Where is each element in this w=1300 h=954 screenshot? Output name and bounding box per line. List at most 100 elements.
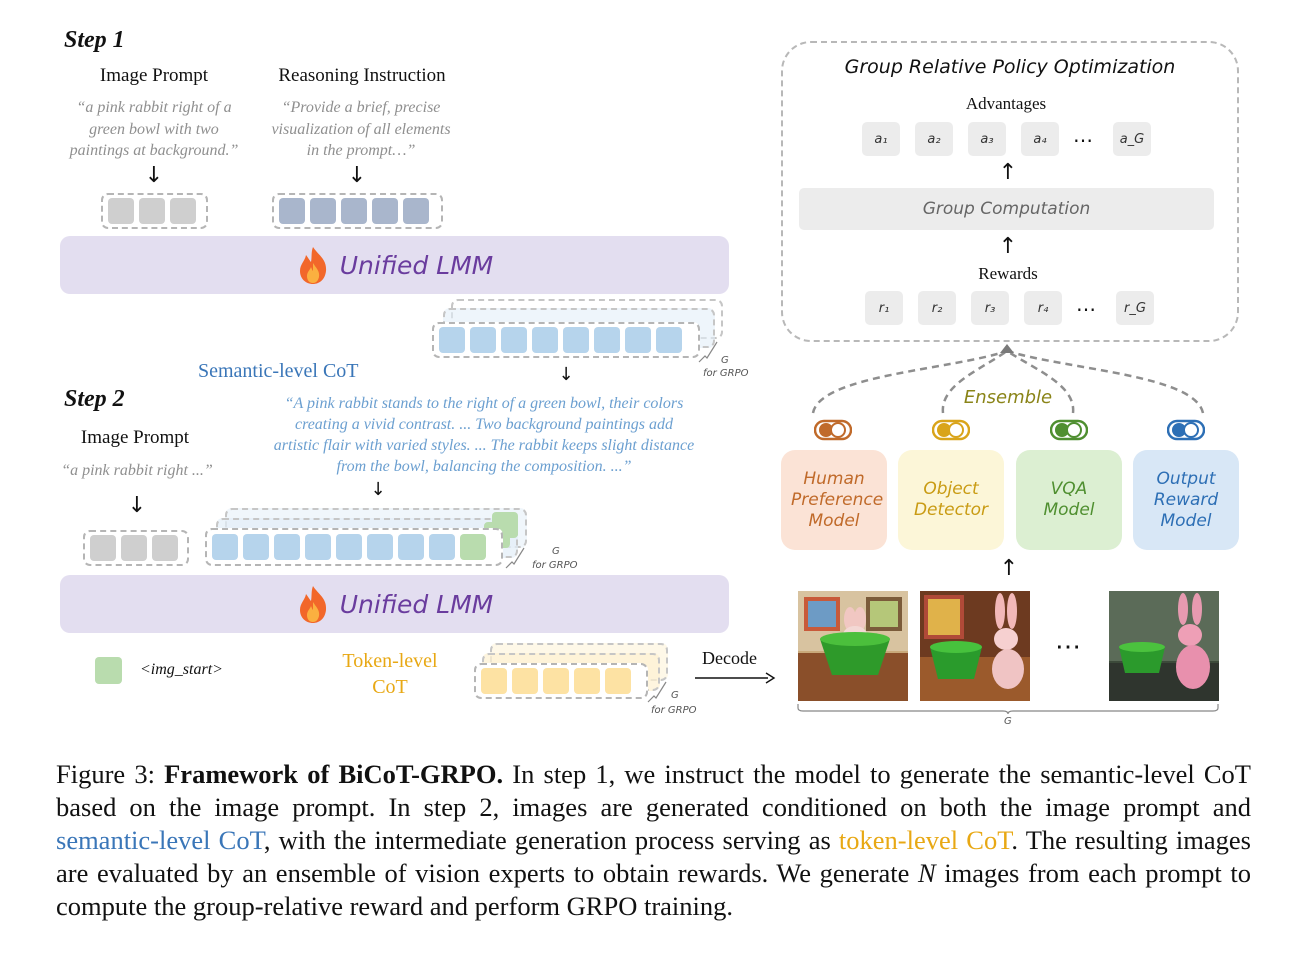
token bbox=[439, 327, 465, 353]
generated-image-2 bbox=[920, 591, 1030, 701]
token bbox=[336, 534, 362, 560]
token bbox=[274, 534, 300, 560]
down-arrow-icon: ↓ bbox=[347, 163, 367, 188]
caption-n-symbol: N bbox=[918, 858, 936, 888]
advantage-a2: a₂ bbox=[915, 122, 953, 156]
output-reward-model-box: Output Reward Model bbox=[1133, 450, 1239, 550]
expert-label: Output Reward Model bbox=[1153, 468, 1219, 531]
vqa-model-box: VQA Model bbox=[1016, 450, 1122, 550]
down-arrow-icon: ↓ bbox=[144, 163, 164, 188]
step1-image-prompt-label: Image Prompt bbox=[99, 65, 209, 86]
group-computation-box: Group Computation bbox=[799, 188, 1214, 230]
caption-text: . The resulting images are evaluated by … bbox=[56, 825, 1251, 888]
caption-prefix: Figure 3: bbox=[56, 759, 165, 789]
img-start-legend-label: <img_start> bbox=[140, 661, 223, 678]
step2-image-prompt-tokens bbox=[83, 530, 189, 566]
token bbox=[212, 534, 238, 560]
caption-token-cot: token-level CoT bbox=[838, 825, 1012, 855]
token bbox=[170, 198, 196, 224]
image-prompt-tokens bbox=[101, 193, 208, 229]
unified-lmm-block: Unified LMM bbox=[60, 236, 729, 294]
reward-r3: r₃ bbox=[971, 291, 1009, 325]
token bbox=[367, 534, 393, 560]
toggle-icon bbox=[932, 419, 970, 441]
down-arrow-icon: ↓ bbox=[127, 493, 147, 518]
images-ellipsis: ⋯ bbox=[1055, 632, 1081, 661]
semantic-cot-label: Semantic-level CoT bbox=[198, 360, 359, 382]
expert-label: Object Detector bbox=[913, 479, 989, 520]
advantages-label: Advantages bbox=[965, 94, 1047, 113]
decode-arrow-icon bbox=[695, 672, 776, 684]
step2-cot-tokens bbox=[205, 528, 503, 566]
reward-r2: r₂ bbox=[918, 291, 956, 325]
down-arrow-icon: ↓ bbox=[370, 479, 386, 500]
object-detector-box: Object Detector bbox=[898, 450, 1004, 550]
token bbox=[501, 327, 527, 353]
up-arrow-icon: ↑ bbox=[998, 160, 1018, 185]
caption-text: In step 1, we instruct the model to gene… bbox=[56, 759, 1251, 822]
grpo-panel bbox=[781, 41, 1239, 342]
ensemble-connectors bbox=[811, 344, 1205, 414]
step2-image-prompt-text: “a pink rabbit right ...” bbox=[61, 462, 213, 479]
caption-text: images from each prompt to compute the g… bbox=[56, 858, 1251, 921]
caption-semantic-cot: semantic-level CoT bbox=[56, 825, 264, 855]
grpo-title: Group Relative Policy Optimization bbox=[844, 56, 1176, 78]
caption-title: Framework of BiCoT-GRPO. bbox=[164, 759, 504, 789]
expert-label: Human Preference Model bbox=[791, 468, 884, 531]
toggle-icon bbox=[1167, 419, 1205, 441]
g-label: G bbox=[671, 690, 679, 701]
reward-rG: r_G bbox=[1116, 291, 1154, 325]
token-cot-tokens bbox=[474, 663, 648, 699]
reasoning-instruction-tokens bbox=[272, 193, 443, 229]
step2-image-prompt-label: Image Prompt bbox=[80, 427, 190, 448]
token bbox=[470, 327, 496, 353]
toggle-icon bbox=[814, 419, 852, 441]
reasoning-instruction-label: Reasoning Instruction bbox=[278, 65, 446, 86]
for-grpo-label: for GRPO bbox=[532, 560, 578, 571]
expert-label: VQA Model bbox=[1043, 479, 1095, 520]
token bbox=[625, 327, 651, 353]
token bbox=[481, 668, 507, 694]
rewards-label: Rewards bbox=[978, 264, 1038, 283]
token bbox=[574, 668, 600, 694]
token bbox=[372, 198, 398, 224]
up-arrow-icon: ↑ bbox=[999, 556, 1019, 581]
token bbox=[341, 198, 367, 224]
img-start-legend-swatch bbox=[95, 657, 122, 684]
token bbox=[656, 327, 682, 353]
figure-caption: Figure 3: Framework of BiCoT-GRPO. In st… bbox=[56, 758, 1251, 923]
reasoning-instruction-text: “Provide a brief, precise visualization … bbox=[271, 99, 451, 159]
token bbox=[563, 327, 589, 353]
token bbox=[139, 198, 165, 224]
images-g-label: G bbox=[1004, 716, 1012, 727]
token bbox=[90, 535, 116, 561]
advantage-aG: a_G bbox=[1113, 122, 1151, 156]
down-arrow-icon: ↓ bbox=[558, 364, 574, 385]
semantic-cot-text: “A pink rabbit stands to the right of a … bbox=[273, 395, 695, 475]
stack-brace-icon bbox=[505, 547, 525, 569]
token bbox=[121, 535, 147, 561]
token bbox=[594, 327, 620, 353]
step1-image-prompt-text: “a pink rabbit right of a green bowl wit… bbox=[69, 99, 239, 159]
human-preference-model-box: Human Preference Model bbox=[781, 450, 887, 550]
for-grpo-label: for GRPO bbox=[651, 705, 697, 716]
token bbox=[279, 198, 305, 224]
token bbox=[512, 668, 538, 694]
g-label: G bbox=[552, 546, 560, 557]
toggle-icon bbox=[1050, 419, 1088, 441]
rewards-ellipsis: ⋯ bbox=[1076, 299, 1096, 321]
advantages-ellipsis: ⋯ bbox=[1073, 130, 1093, 152]
stack-brace-icon bbox=[647, 681, 667, 703]
token bbox=[305, 534, 331, 560]
step1-title: Step 1 bbox=[64, 27, 125, 53]
caption-text: , with the intermediate generation proce… bbox=[263, 825, 839, 855]
fire-icon bbox=[299, 586, 326, 623]
semantic-cot-tokens bbox=[432, 322, 700, 358]
fire-icon bbox=[299, 247, 326, 284]
up-arrow-icon: ↑ bbox=[998, 234, 1018, 259]
token bbox=[152, 535, 178, 561]
advantage-a3: a₃ bbox=[968, 122, 1006, 156]
token bbox=[605, 668, 631, 694]
advantage-a4: a₄ bbox=[1021, 122, 1059, 156]
ensemble-label: Ensemble bbox=[963, 387, 1053, 408]
